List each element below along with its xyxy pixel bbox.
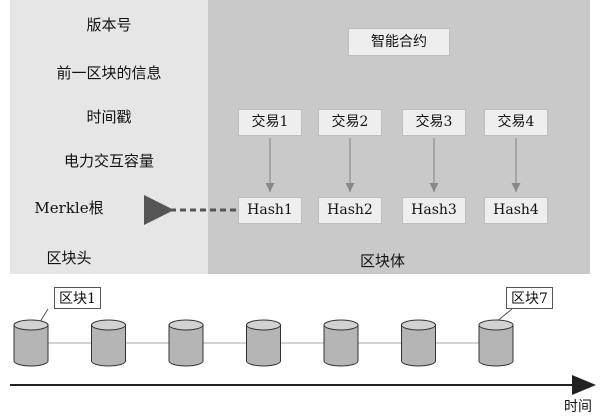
hash-box-3: Hash3 bbox=[402, 197, 466, 224]
transaction-box-3: 交易3 bbox=[402, 109, 466, 136]
block-cylinder-5 bbox=[323, 319, 359, 367]
first-block-label: 区块1 bbox=[54, 287, 101, 309]
hash-box-1: Hash1 bbox=[238, 197, 302, 224]
field-version: 版本号 bbox=[86, 16, 132, 34]
block-body-label: 区块体 bbox=[360, 252, 406, 270]
hash-box-4: Hash4 bbox=[484, 197, 548, 224]
transaction-box-4: 交易4 bbox=[484, 109, 548, 136]
last-block-label: 区块7 bbox=[506, 287, 553, 309]
time-axis-label: 时间 bbox=[564, 399, 592, 415]
field-merkle-root: Merkle根 bbox=[34, 199, 104, 217]
transaction-box-2: 交易2 bbox=[318, 109, 382, 136]
field-timestamp: 时间戳 bbox=[86, 108, 132, 126]
field-power-capacity: 电力交互容量 bbox=[63, 152, 154, 170]
block-cylinder-3 bbox=[168, 319, 204, 367]
callout-line-first bbox=[39, 308, 49, 323]
transaction-box-1: 交易1 bbox=[238, 109, 302, 136]
block-body-panel: 智能合约 交易1 交易2 交易3 交易4 Hash1 Hash2 Hash3 H… bbox=[208, 0, 590, 274]
field-prev-block-info: 前一区块的信息 bbox=[56, 64, 162, 82]
block-header-panel: 版本号 前一区块的信息 时间戳 电力交互容量 Merkle根 区块头 bbox=[10, 0, 208, 274]
block-cylinder-7 bbox=[478, 319, 514, 367]
blockchain-blocks bbox=[13, 319, 514, 367]
block-cylinder-4 bbox=[246, 319, 281, 367]
block-cylinder-6 bbox=[401, 319, 436, 367]
block-cylinder-2 bbox=[91, 319, 126, 367]
block-header-label: 区块头 bbox=[46, 249, 92, 267]
hash-box-2: Hash2 bbox=[318, 197, 382, 224]
smart-contract-box: 智能合约 bbox=[348, 28, 450, 56]
block-cylinder-1 bbox=[13, 319, 49, 367]
